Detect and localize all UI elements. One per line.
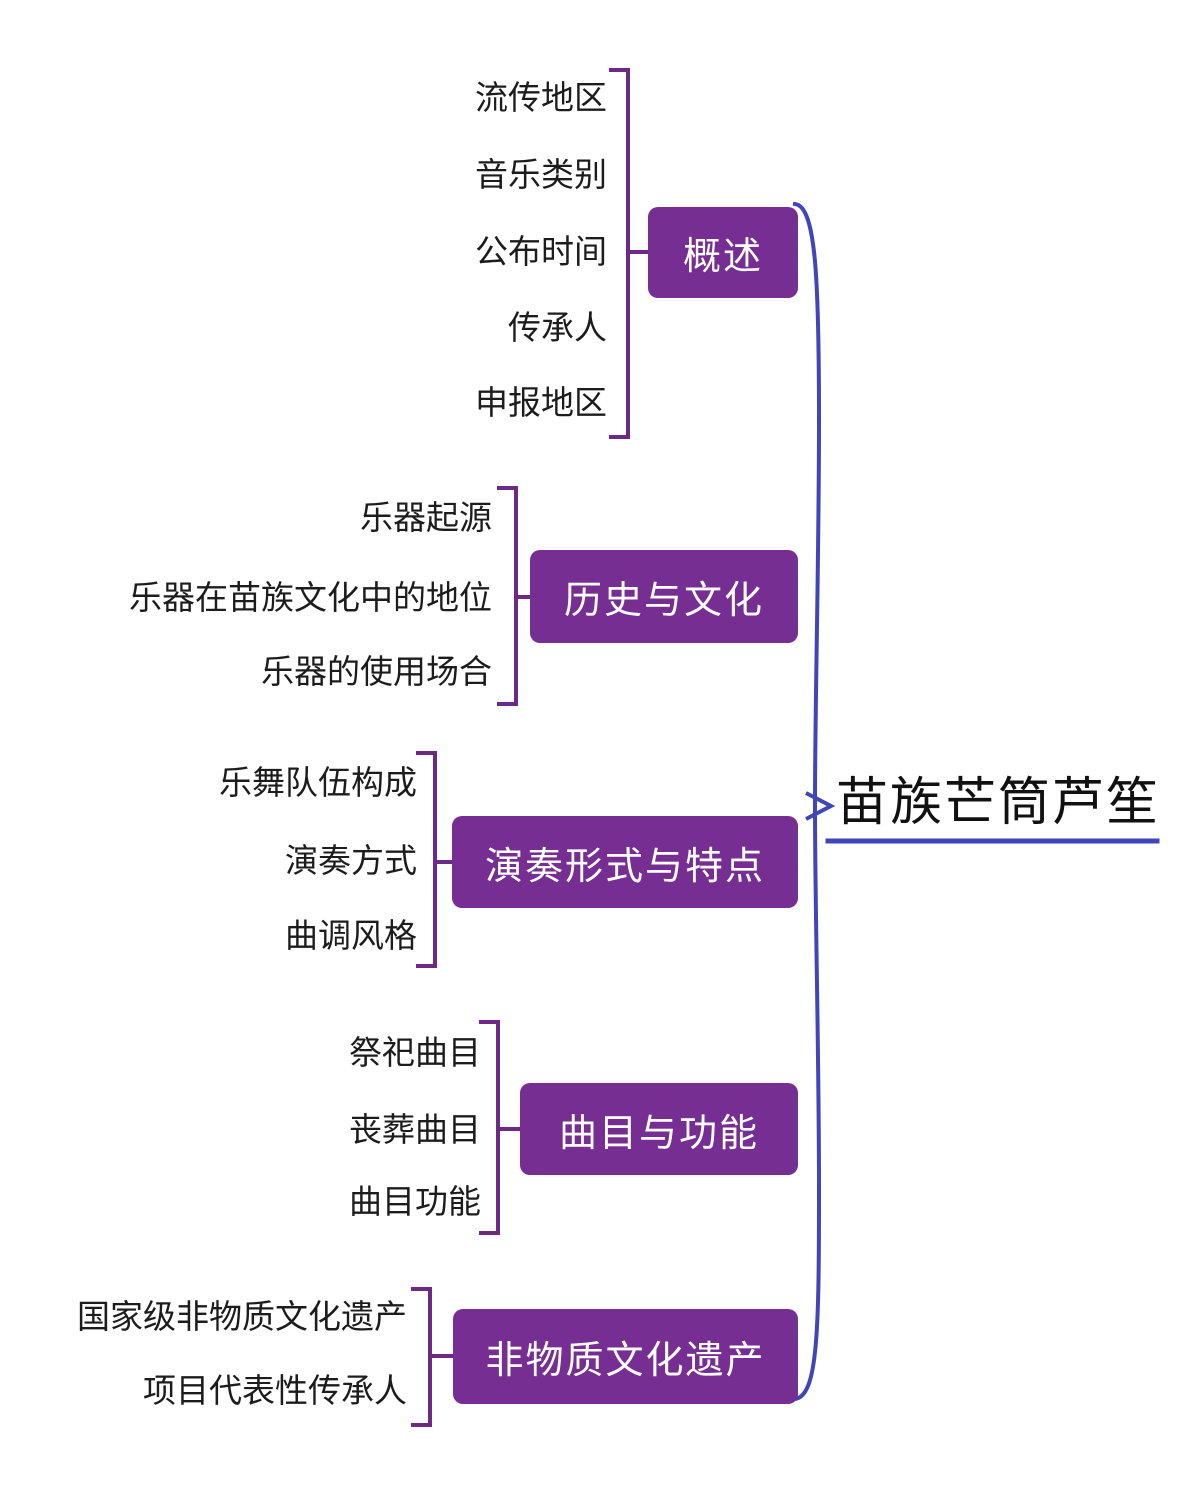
root-node[interactable]: 苗族芒筒芦笙 [836,774,1161,832]
child-node[interactable]: 乐器起源 [360,499,492,536]
child-node[interactable]: 乐舞队伍构成 [219,764,417,801]
child-node[interactable]: 乐器在苗族文化中的地位 [129,579,492,616]
bracket-performance [416,751,454,968]
child-node[interactable]: 项目代表性传承人 [143,1372,407,1409]
root-brace-connector [792,201,822,1402]
child-node[interactable]: 音乐类别 [475,156,607,193]
child-node[interactable]: 申报地区 [475,384,607,421]
child-node[interactable]: 传承人 [508,309,607,346]
branch-node-history-culture[interactable]: 历史与文化 [530,550,798,643]
child-node[interactable]: 国家级非物质文化遗产 [77,1298,407,1335]
child-node[interactable]: 流传地区 [475,79,607,116]
branch-node-heritage[interactable]: 非物质文化遗产 [453,1309,798,1404]
child-node[interactable]: 演奏方式 [285,842,417,879]
child-node[interactable]: 祭祀曲目 [349,1034,481,1071]
branch-node-overview[interactable]: 概述 [648,207,798,298]
child-node[interactable]: 公布时间 [475,233,607,270]
bracket-overview [609,68,650,439]
bracket-heritage [411,1287,455,1427]
child-node[interactable]: 曲调风格 [285,917,417,954]
child-node[interactable]: 丧葬曲目 [349,1111,481,1148]
branch-node-repertoire[interactable]: 曲目与功能 [520,1083,798,1175]
child-node[interactable]: 曲目功能 [349,1183,481,1220]
bracket-repertoire [479,1020,522,1235]
bracket-history-culture [497,486,532,706]
branch-node-performance[interactable]: 演奏形式与特点 [452,816,798,908]
child-node[interactable]: 乐器的使用场合 [261,653,492,690]
root-brace-pointer-icon [805,791,836,821]
